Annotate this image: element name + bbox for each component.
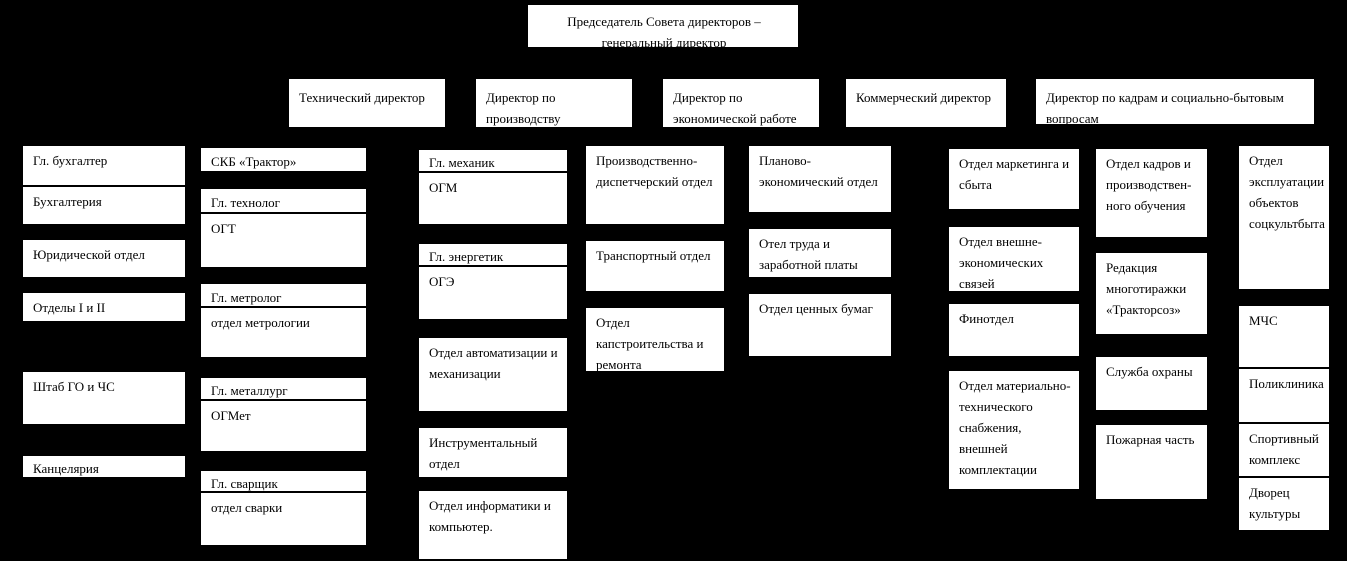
metrology-department-box: отдел метрологии: [200, 307, 367, 358]
marketing-sales-box: Отдел маркетинга и сбыта: [948, 148, 1080, 210]
security-service-box: Служба охраны: [1095, 356, 1208, 411]
culture-palace-box: Дворец культуры: [1238, 477, 1330, 531]
mchs-box: МЧС: [1238, 305, 1330, 368]
transport-department-box: Транспортный отдел: [585, 240, 725, 292]
production-dispatch-box: Производственно- диспетчерский отдел: [585, 145, 725, 225]
oge-box: ОГЭ: [418, 266, 568, 320]
ogt-box: ОГТ: [200, 213, 367, 268]
polyclinic-box: Поликлиника: [1238, 368, 1330, 423]
commercial-director-box: Коммерческий директор: [845, 78, 1007, 128]
automation-mechanization-box: Отдел автоматизации и механизации: [418, 337, 568, 412]
foreign-economic-box: Отдел внешне- экономических связей: [948, 226, 1080, 292]
planning-economic-box: Планово- экономический отдел: [748, 145, 892, 213]
securities-department-box: Отдел ценных бумаг: [748, 293, 892, 357]
social-facilities-box: Отдел эксплуатации объектов соцкультбыта: [1238, 145, 1330, 290]
welding-department-box: отдел сварки: [200, 492, 367, 546]
departments-1-2-box: Отделы I и II: [22, 292, 186, 322]
legal-department-box: Юридической отдел: [22, 239, 186, 278]
chief-metallurgist-box: Гл. металлург: [200, 377, 367, 400]
chief-technologist-box: Гл. технолог: [200, 188, 367, 213]
informatics-department-box: Отдел информатики и компьютер.: [418, 490, 568, 560]
civil-defense-hq-box: Штаб ГО и ЧС: [22, 371, 186, 425]
ogm-box: ОГМ: [418, 172, 568, 225]
material-supply-box: Отдел материально- технического снабжени…: [948, 370, 1080, 490]
chancellery-box: Канцелярия: [22, 455, 186, 478]
chief-power-engineer-box: Гл. энергетик: [418, 243, 568, 266]
chief-mechanic-box: Гл. механик: [418, 149, 568, 172]
economics-director-box: Директор по экономической работе: [662, 78, 820, 128]
newspaper-editorial-box: Редакция многотиражки «Тракторсоз»: [1095, 252, 1208, 335]
chief-metrologist-box: Гл. метролог: [200, 283, 367, 307]
production-director-box: Директор по производству: [475, 78, 633, 128]
finance-department-box: Финотдел: [948, 303, 1080, 357]
chief-accountant-box: Гл. бухгалтер: [22, 145, 186, 186]
fire-department-box: Пожарная часть: [1095, 424, 1208, 500]
hr-social-director-box: Директор по кадрам и социально-бытовым в…: [1035, 78, 1315, 125]
technical-director-box: Технический директор: [288, 78, 446, 128]
accounting-box: Бухгалтерия: [22, 186, 186, 225]
labor-wages-box: Отел труда и заработной платы: [748, 228, 892, 278]
skb-traktor-box: СКБ «Трактор»: [200, 147, 367, 172]
capital-construction-box: Отдел капстроительства и ремонта: [585, 307, 725, 372]
tool-department-box: Инструментальный отдел: [418, 427, 568, 478]
personnel-training-box: Отдел кадров и производствен- ного обуче…: [1095, 148, 1208, 238]
sports-complex-box: Спортивный комплекс: [1238, 423, 1330, 477]
ogmet-box: ОГМет: [200, 400, 367, 452]
chairman-general-director-box: Председатель Совета директоров – генерал…: [527, 4, 799, 48]
chief-welder-box: Гл. сварщик: [200, 470, 367, 492]
